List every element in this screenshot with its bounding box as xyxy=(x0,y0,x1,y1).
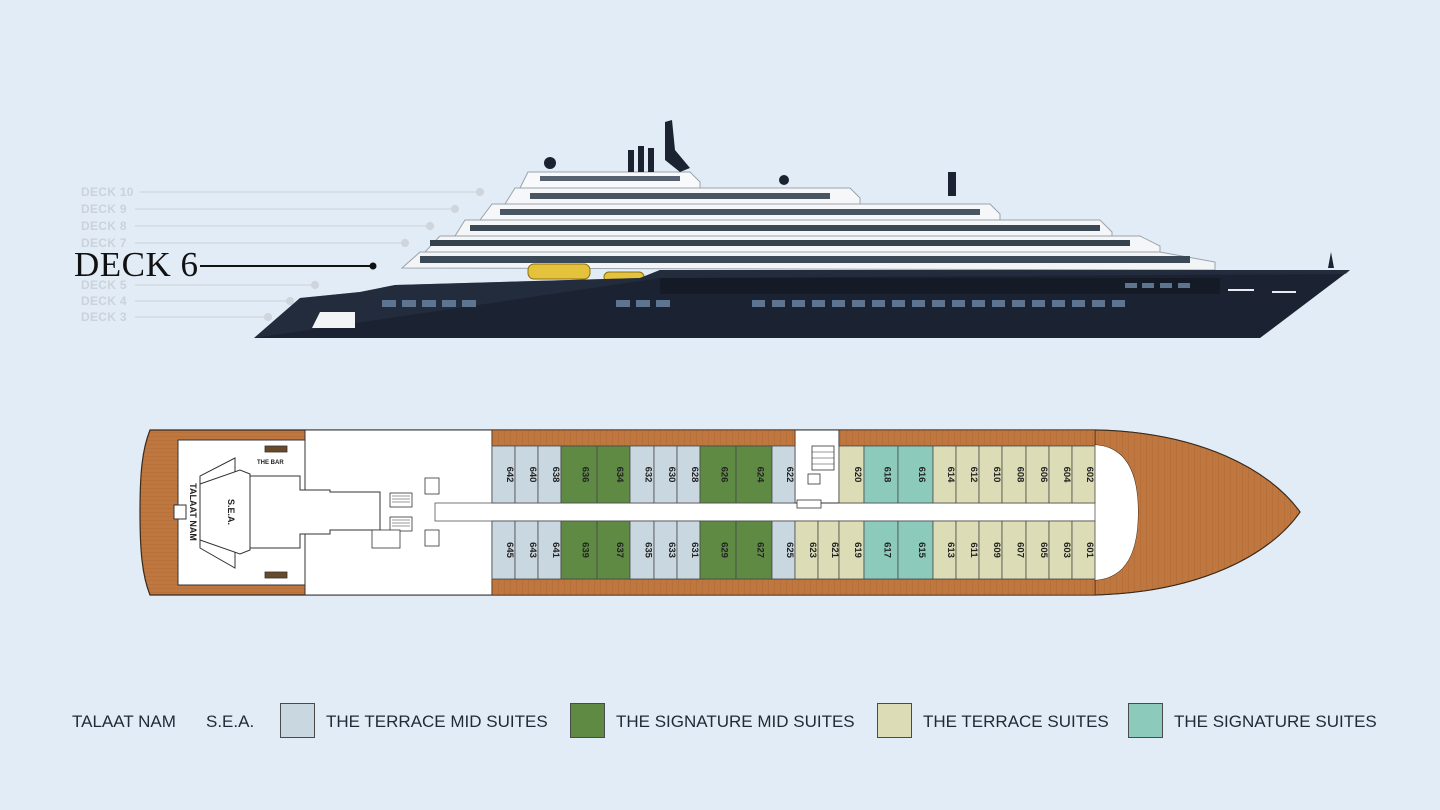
cabin-638: 638 xyxy=(550,467,561,483)
deck-4-label[interactable]: DECK 4 xyxy=(81,294,127,308)
cabin-619: 619 xyxy=(852,542,863,558)
cabin-617-box[interactable] xyxy=(863,520,899,580)
cabin-607-box[interactable] xyxy=(1001,520,1027,580)
cabin-626-box[interactable] xyxy=(699,445,737,504)
cabin-617: 617 xyxy=(882,542,893,558)
cabin-606: 606 xyxy=(1038,467,1049,483)
legend-terrace-label: THE TERRACE SUITES xyxy=(923,712,1109,731)
cabin-604: 604 xyxy=(1061,467,1072,484)
cabin-622-box[interactable] xyxy=(771,445,796,504)
cabin-620: 620 xyxy=(852,467,863,483)
cabin-603: 603 xyxy=(1061,542,1072,558)
legend-sea: S.E.A. xyxy=(206,712,255,731)
cabin-628: 628 xyxy=(689,467,700,483)
cabin-608-box[interactable] xyxy=(1001,445,1027,504)
cabin-616: 616 xyxy=(916,467,927,483)
cabin-grid: 642 640 638 636 634 632 630 628 626 624 622 620 618 6… xyxy=(491,445,1096,580)
deck-9-label[interactable]: DECK 9 xyxy=(81,202,127,216)
ship-profile-illustration xyxy=(135,120,1350,338)
cabin-632: 632 xyxy=(643,467,654,483)
cabin-637: 637 xyxy=(614,542,625,558)
cabin-635: 635 xyxy=(643,542,654,559)
cabin-624: 624 xyxy=(755,467,766,484)
cabin-612: 612 xyxy=(968,467,979,483)
current-deck-title: DECK 6 xyxy=(74,245,199,284)
cabin-634-box[interactable] xyxy=(596,445,631,504)
cabin-624-box[interactable] xyxy=(735,445,773,504)
cabin-622: 622 xyxy=(784,467,795,483)
legend-talaat-nam: TALAAT NAM xyxy=(72,712,176,731)
cabin-625: 625 xyxy=(784,542,795,559)
cabin-627: 627 xyxy=(755,542,766,558)
cabin-629: 629 xyxy=(719,542,730,558)
cabin-615-box[interactable] xyxy=(897,520,934,580)
cabin-611: 611 xyxy=(968,542,979,558)
cabin-618: 618 xyxy=(882,467,893,483)
legend-swatch-terrace-mid xyxy=(280,703,315,738)
cabin-639-box[interactable] xyxy=(560,520,598,580)
deck-plan: 642 640 638 636 634 632 630 628 626 624 622 620 618 6… xyxy=(139,429,1301,596)
cabin-616-box[interactable] xyxy=(897,445,934,504)
deck-7-label[interactable]: DECK 7 xyxy=(81,236,127,250)
cabin-621: 621 xyxy=(829,542,840,559)
cabin-630: 630 xyxy=(666,467,677,483)
legend-swatch-signature xyxy=(1128,703,1163,738)
legend: TALAAT NAM S.E.A. THE TERRACE MID SUITES… xyxy=(0,700,1440,744)
cabin-608: 608 xyxy=(1015,467,1026,483)
deck-8-label[interactable]: DECK 8 xyxy=(81,219,127,233)
cabin-645: 645 xyxy=(504,542,515,559)
cabin-637-box[interactable] xyxy=(596,520,631,580)
cabin-634: 634 xyxy=(614,467,625,484)
sea-label: S.E.A. xyxy=(226,499,236,525)
cabin-602: 602 xyxy=(1084,467,1095,483)
deck-10-label[interactable]: DECK 10 xyxy=(81,185,134,199)
cabin-626: 626 xyxy=(719,467,730,483)
cabin-605: 605 xyxy=(1038,542,1049,559)
legend-swatch-signature-mid xyxy=(570,703,605,738)
talaat-nam-label: TALAAT NAM xyxy=(188,483,198,541)
cabin-601-box[interactable] xyxy=(1071,520,1096,580)
cabin-633: 633 xyxy=(666,542,677,558)
cabin-643: 643 xyxy=(527,542,538,558)
legend-signature-mid-label: THE SIGNATURE MID SUITES xyxy=(616,712,855,731)
legend-signature-label: THE SIGNATURE SUITES xyxy=(1174,712,1377,731)
deck-5-label[interactable]: DECK 5 xyxy=(81,278,127,292)
cabin-636-box[interactable] xyxy=(560,445,598,504)
cabin-601: 601 xyxy=(1084,542,1095,559)
cabin-629-box[interactable] xyxy=(699,520,737,580)
cabin-627-box[interactable] xyxy=(735,520,773,580)
deck-3-label[interactable]: DECK 3 xyxy=(81,310,127,324)
cabin-636: 636 xyxy=(580,467,591,483)
legend-swatch-terrace xyxy=(877,703,912,738)
cabin-613: 613 xyxy=(945,542,956,558)
cabin-615: 615 xyxy=(916,542,927,559)
cabin-609: 609 xyxy=(991,542,1002,558)
cabin-632-box[interactable] xyxy=(629,445,655,504)
cabin-631: 631 xyxy=(689,542,700,559)
cabin-610: 610 xyxy=(991,467,1002,483)
cabin-641: 641 xyxy=(550,542,561,559)
cabin-639: 639 xyxy=(580,542,591,558)
cabin-614: 614 xyxy=(945,467,956,484)
legend-terrace-mid-label: THE TERRACE MID SUITES xyxy=(326,712,548,731)
cabin-623: 623 xyxy=(807,542,818,558)
the-bar-label: THE BAR xyxy=(257,460,284,466)
cabin-607: 607 xyxy=(1015,542,1026,558)
cabin-620-box[interactable] xyxy=(838,445,865,504)
cabin-640: 640 xyxy=(527,467,538,483)
cabin-602-box[interactable] xyxy=(1071,445,1096,504)
cabin-642: 642 xyxy=(504,467,515,483)
cabin-618-box[interactable] xyxy=(863,445,899,504)
